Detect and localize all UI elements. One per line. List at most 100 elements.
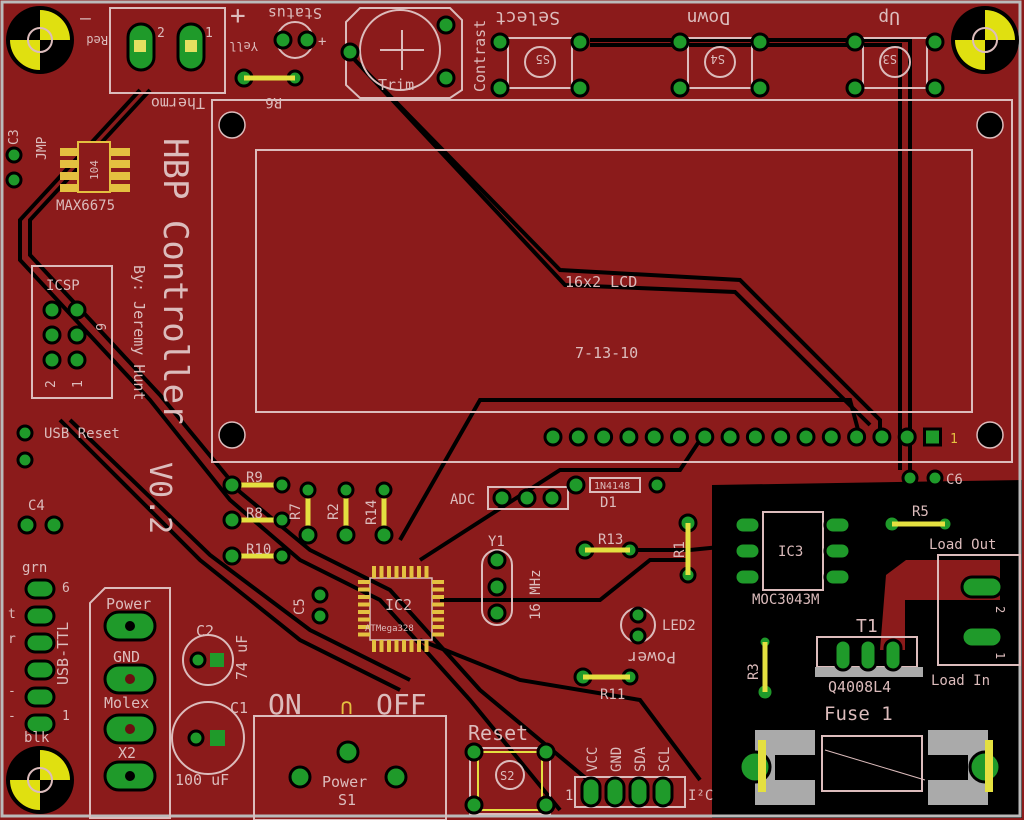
r6-label: R6 xyxy=(265,94,282,110)
r3-label: R3 xyxy=(746,663,762,680)
ic2-lead xyxy=(432,617,444,622)
crystal-label: 16 MHz xyxy=(528,569,544,620)
thermo-label: Thermo xyxy=(151,94,205,112)
usb-ttl-header[interactable] xyxy=(24,578,56,735)
i2c-label: I²C xyxy=(688,788,713,804)
thermo-plus: + xyxy=(230,1,246,31)
ic2-lead xyxy=(432,625,444,629)
usb-ttl-pin1: 1 xyxy=(62,709,70,724)
lcd-pin xyxy=(771,427,791,447)
lcd-mount-hole-icon xyxy=(218,421,246,449)
led2-label: LED2 xyxy=(662,618,696,634)
lcd-pin xyxy=(720,427,740,447)
molex-connector[interactable] xyxy=(89,587,171,819)
lcd-pin xyxy=(923,427,942,447)
i2c-vcc: VCC xyxy=(585,747,601,772)
ic2-lead xyxy=(358,602,370,607)
ic2-label: IC2 xyxy=(385,596,412,614)
resistor-pad xyxy=(374,525,394,545)
c4-label: C4 xyxy=(28,498,45,514)
icsp-pin xyxy=(67,350,87,370)
usb-ttl-pin[interactable] xyxy=(24,713,56,735)
lcd-pin xyxy=(821,427,841,447)
button-outline xyxy=(687,37,753,89)
atmega328-chip xyxy=(358,566,444,652)
thermo-pin1: 1 xyxy=(205,26,213,41)
thermo-pin2: 2 xyxy=(157,26,165,41)
r1-label: R1 xyxy=(672,541,688,558)
board-version: V0.2 xyxy=(142,462,177,534)
usb-ttl-pin[interactable] xyxy=(24,578,56,600)
lcd-pin xyxy=(670,427,689,447)
button-down[interactable] xyxy=(670,32,770,98)
c1-label: C1 xyxy=(230,699,248,717)
cap-104-label: 104 xyxy=(88,160,101,180)
lcd-pin xyxy=(847,427,867,447)
usb-ttl-pin[interactable] xyxy=(24,686,56,708)
usb-ttl-dash2: - xyxy=(8,709,16,724)
button-pad xyxy=(570,32,590,52)
c6-label: C6 xyxy=(946,472,963,488)
lcd-pin xyxy=(695,427,715,447)
opto-label: MOC3043M xyxy=(752,592,819,608)
r10-label: R10 xyxy=(246,542,271,558)
c3-label: C3 xyxy=(7,129,22,145)
usb-ttl-label: USB-TTL xyxy=(54,622,72,685)
lcd-footprint: 16x2 LCD 7-13-10 1 xyxy=(211,99,1013,463)
i2c-sda: SDA xyxy=(633,746,649,772)
resistor-pad xyxy=(273,511,291,529)
lcd-pin1-label: 1 xyxy=(950,432,958,447)
ic2-lead xyxy=(417,640,421,652)
t1-label: T1 xyxy=(856,616,878,637)
thermo-yell: Yell xyxy=(229,39,258,53)
c2-value: 74 uF xyxy=(233,635,251,680)
usb-ttl-r: r xyxy=(8,632,16,647)
mounting-holes xyxy=(6,6,1019,814)
button-up[interactable] xyxy=(845,32,945,98)
lcd-pin xyxy=(594,427,614,447)
usb-ttl-blk: blk xyxy=(24,730,50,746)
lcd-pin xyxy=(619,427,639,447)
ic2-lead xyxy=(432,587,444,592)
usb-ttl-pin[interactable] xyxy=(24,659,56,681)
icsp-pin xyxy=(67,325,87,345)
led2-power-label: Power xyxy=(627,648,676,667)
diode-label: 1N4148 xyxy=(594,481,630,492)
button-select[interactable] xyxy=(490,32,590,98)
usb-ttl-grn: grn xyxy=(22,560,47,576)
trim-pot[interactable]: Trim xyxy=(340,7,463,99)
ic2-lead xyxy=(424,566,429,578)
traces xyxy=(18,38,912,812)
switch-label: Power xyxy=(322,773,367,791)
usb-ttl-pin[interactable] xyxy=(24,632,56,654)
mounting-hole-icon xyxy=(6,746,74,814)
lcd-pin xyxy=(568,427,588,447)
button-pad xyxy=(490,78,510,98)
ic2-lead xyxy=(358,625,370,629)
ic2-lead xyxy=(409,566,414,578)
max6675-chip xyxy=(60,141,130,193)
r8-label: R8 xyxy=(246,506,263,522)
icsp-header[interactable] xyxy=(31,265,113,399)
button-outline xyxy=(862,37,928,89)
load-pin1: 1 xyxy=(993,652,1007,659)
button-pad xyxy=(670,32,690,52)
load-terminal[interactable] xyxy=(880,554,1021,666)
usb-ttl-dash1: - xyxy=(8,684,16,699)
power-switch[interactable] xyxy=(253,715,447,820)
switch-off-label: OFF xyxy=(376,688,427,721)
thermo-connector[interactable] xyxy=(109,7,226,94)
usb-ttl-pin[interactable] xyxy=(24,605,56,627)
molex-power: Power xyxy=(106,595,151,613)
molex-label: Molex xyxy=(104,694,149,712)
i2c-header[interactable] xyxy=(574,776,686,808)
reset-button[interactable] xyxy=(464,742,556,815)
fuse-holder xyxy=(738,730,1002,805)
c2-label: C2 xyxy=(196,622,214,640)
load-pin2: 2 xyxy=(993,606,1007,613)
ic2-lead xyxy=(432,595,444,599)
triac-label: Q4008L4 xyxy=(828,678,891,696)
d1-label: D1 xyxy=(600,495,617,511)
button-pad xyxy=(845,78,865,98)
